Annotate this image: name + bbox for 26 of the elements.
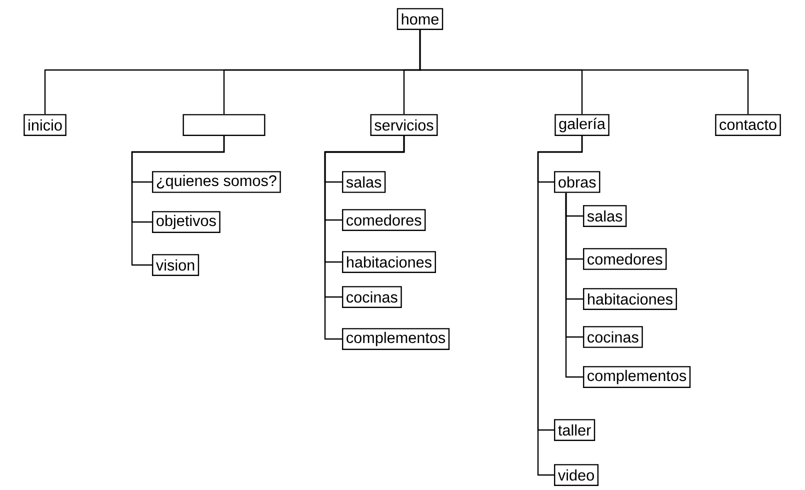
- page-box: complementos: [583, 366, 691, 388]
- page-box: vision: [152, 254, 200, 276]
- page-box: taller: [554, 419, 596, 441]
- connector-line: [565, 192, 583, 378]
- page-box: cocinas: [342, 286, 402, 308]
- page-box: video: [554, 464, 599, 486]
- page-box: complementos: [342, 328, 450, 350]
- page-box: [182, 114, 266, 136]
- page-box: objetivos: [152, 211, 220, 233]
- page-box: habitaciones: [342, 251, 436, 273]
- page-box: comedores: [583, 248, 667, 270]
- menu-box: inicio: [24, 114, 66, 136]
- page-box: comedores: [342, 209, 426, 231]
- page-box: ¿quienes somos?: [152, 171, 281, 193]
- page-box: salas: [342, 171, 386, 193]
- home-box: home: [396, 8, 444, 30]
- connector-line: [419, 30, 749, 114]
- connector-line: [324, 136, 405, 340]
- page-box: salas: [583, 205, 627, 227]
- page-box: habitaciones: [583, 288, 677, 310]
- page-box: servicios: [370, 114, 438, 136]
- page-box: cocinas: [583, 326, 643, 348]
- connector-line: [131, 136, 225, 266]
- page-box: galería: [554, 114, 610, 136]
- menu-box: contacto: [715, 114, 781, 136]
- page-box: obras: [554, 171, 600, 193]
